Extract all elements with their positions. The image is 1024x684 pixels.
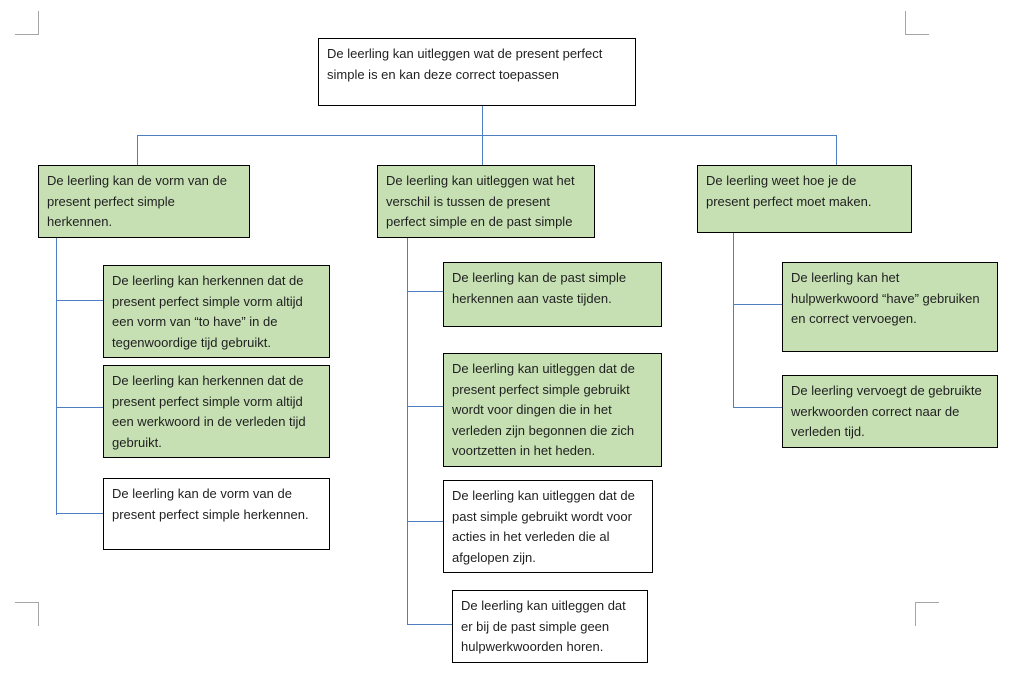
connector-drop-branch2 bbox=[482, 135, 484, 165]
connector-branch2-child3 bbox=[407, 521, 443, 523]
connector-drop-branch3 bbox=[836, 135, 838, 165]
node-branch2-child3[interactable]: De leerling kan uitleggen dat de past si… bbox=[443, 480, 653, 573]
connector-branch1-child3 bbox=[56, 513, 103, 515]
connector-branch1-child1 bbox=[56, 300, 103, 302]
node-branch3-header[interactable]: De leerling weet hoe je de present perfe… bbox=[697, 165, 912, 233]
connector-branch2-trunk bbox=[407, 233, 409, 625]
page-margin-mark-top-right bbox=[905, 11, 929, 35]
connector-branch3-child2 bbox=[733, 407, 782, 409]
connector-root-stem bbox=[482, 106, 484, 136]
node-branch2-child4[interactable]: De leerling kan uitleggen dat er bij de … bbox=[452, 590, 648, 663]
connector-branch2-child4 bbox=[407, 624, 452, 626]
node-branch2-child2[interactable]: De leerling kan uitleggen dat de present… bbox=[443, 353, 662, 467]
node-branch1-child1[interactable]: De leerling kan herkennen dat de present… bbox=[103, 265, 330, 358]
connector-branch3-trunk bbox=[733, 233, 735, 408]
connector-branch1-trunk bbox=[56, 231, 58, 515]
node-branch3-child1[interactable]: De leerling kan het hulpwerkwoord “have”… bbox=[782, 262, 998, 352]
node-branch1-child3[interactable]: De leerling kan de vorm van de present p… bbox=[103, 478, 330, 550]
connector-branch2-child1 bbox=[407, 291, 443, 293]
page-margin-mark-bottom-right bbox=[915, 602, 939, 626]
connector-root-crossbar bbox=[137, 135, 837, 137]
node-branch1-header[interactable]: De leerling kan de vorm van de present p… bbox=[38, 165, 250, 238]
node-root-objective[interactable]: De leerling kan uitleggen wat de present… bbox=[318, 38, 636, 106]
connector-branch2-child2 bbox=[407, 406, 443, 408]
connector-branch1-child2 bbox=[56, 407, 103, 409]
node-branch2-child1[interactable]: De leerling kan de past simple herkennen… bbox=[443, 262, 662, 327]
node-branch3-child2[interactable]: De leerling vervoegt de gebruikte werkwo… bbox=[782, 375, 998, 448]
page-margin-mark-top-left bbox=[15, 11, 39, 35]
page-margin-mark-bottom-left bbox=[15, 602, 39, 626]
node-branch1-child2[interactable]: De leerling kan herkennen dat de present… bbox=[103, 365, 330, 458]
node-branch2-header[interactable]: De leerling kan uitleggen wat het versch… bbox=[377, 165, 595, 238]
connector-branch3-child1 bbox=[733, 304, 782, 306]
connector-drop-branch1 bbox=[137, 135, 139, 165]
